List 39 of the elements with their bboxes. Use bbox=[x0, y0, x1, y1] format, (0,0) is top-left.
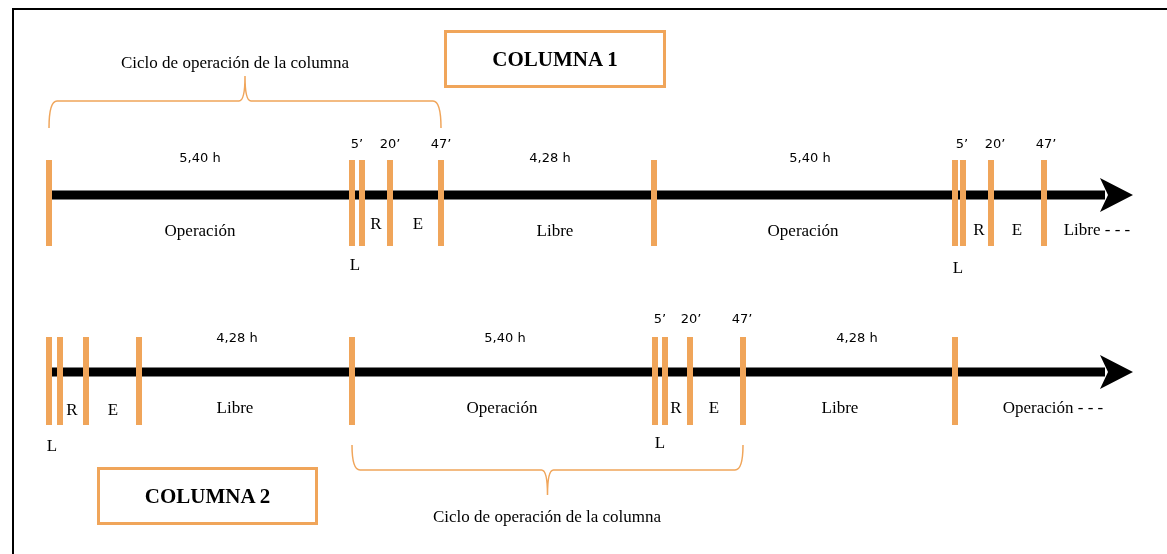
cycle-caption: Ciclo de operación de la columna bbox=[121, 53, 349, 73]
step-letter: E bbox=[1011, 220, 1023, 240]
time-label: 5’ bbox=[955, 135, 969, 151]
time-label: 47’ bbox=[1035, 135, 1057, 151]
title-box: COLUMNA 2 bbox=[97, 467, 318, 525]
title-box: COLUMNA 1 bbox=[444, 30, 666, 88]
step-letter: L bbox=[46, 436, 58, 456]
phase-label: Libre bbox=[216, 398, 254, 418]
duration-label: 4,28 h bbox=[216, 329, 258, 345]
time-label: 5’ bbox=[350, 135, 364, 151]
time-label: 47’ bbox=[430, 135, 452, 151]
duration-label: 5,40 h bbox=[179, 149, 221, 165]
step-letter: R bbox=[670, 398, 682, 418]
phase-label: Operación bbox=[466, 398, 538, 418]
time-label: 20’ bbox=[379, 135, 401, 151]
phase-label: Libre bbox=[536, 221, 574, 241]
step-letter: E bbox=[412, 214, 424, 234]
step-letter: E bbox=[107, 400, 119, 420]
step-letter: R bbox=[973, 220, 985, 240]
phase-label: Operación bbox=[767, 221, 839, 241]
step-letter: E bbox=[708, 398, 720, 418]
cycle-caption: Ciclo de operación de la columna bbox=[433, 507, 661, 527]
step-letter: L bbox=[952, 258, 964, 278]
time-label: 20’ bbox=[680, 310, 702, 326]
step-letter: R bbox=[66, 400, 78, 420]
phase-label: Libre bbox=[821, 398, 859, 418]
time-label: 47’ bbox=[731, 310, 753, 326]
step-letter: R bbox=[370, 214, 382, 234]
phase-label: Libre - - - bbox=[1063, 220, 1131, 240]
phase-label: Operación bbox=[164, 221, 236, 241]
step-letter: L bbox=[349, 255, 361, 275]
duration-label: 4,28 h bbox=[529, 149, 571, 165]
duration-label: 4,28 h bbox=[836, 329, 878, 345]
phase-label: Operación - - - bbox=[1002, 398, 1104, 418]
step-letter: L bbox=[654, 433, 666, 453]
duration-label: 5,40 h bbox=[789, 149, 831, 165]
time-label: 5’ bbox=[653, 310, 667, 326]
duration-label: 5,40 h bbox=[484, 329, 526, 345]
time-label: 20’ bbox=[984, 135, 1006, 151]
